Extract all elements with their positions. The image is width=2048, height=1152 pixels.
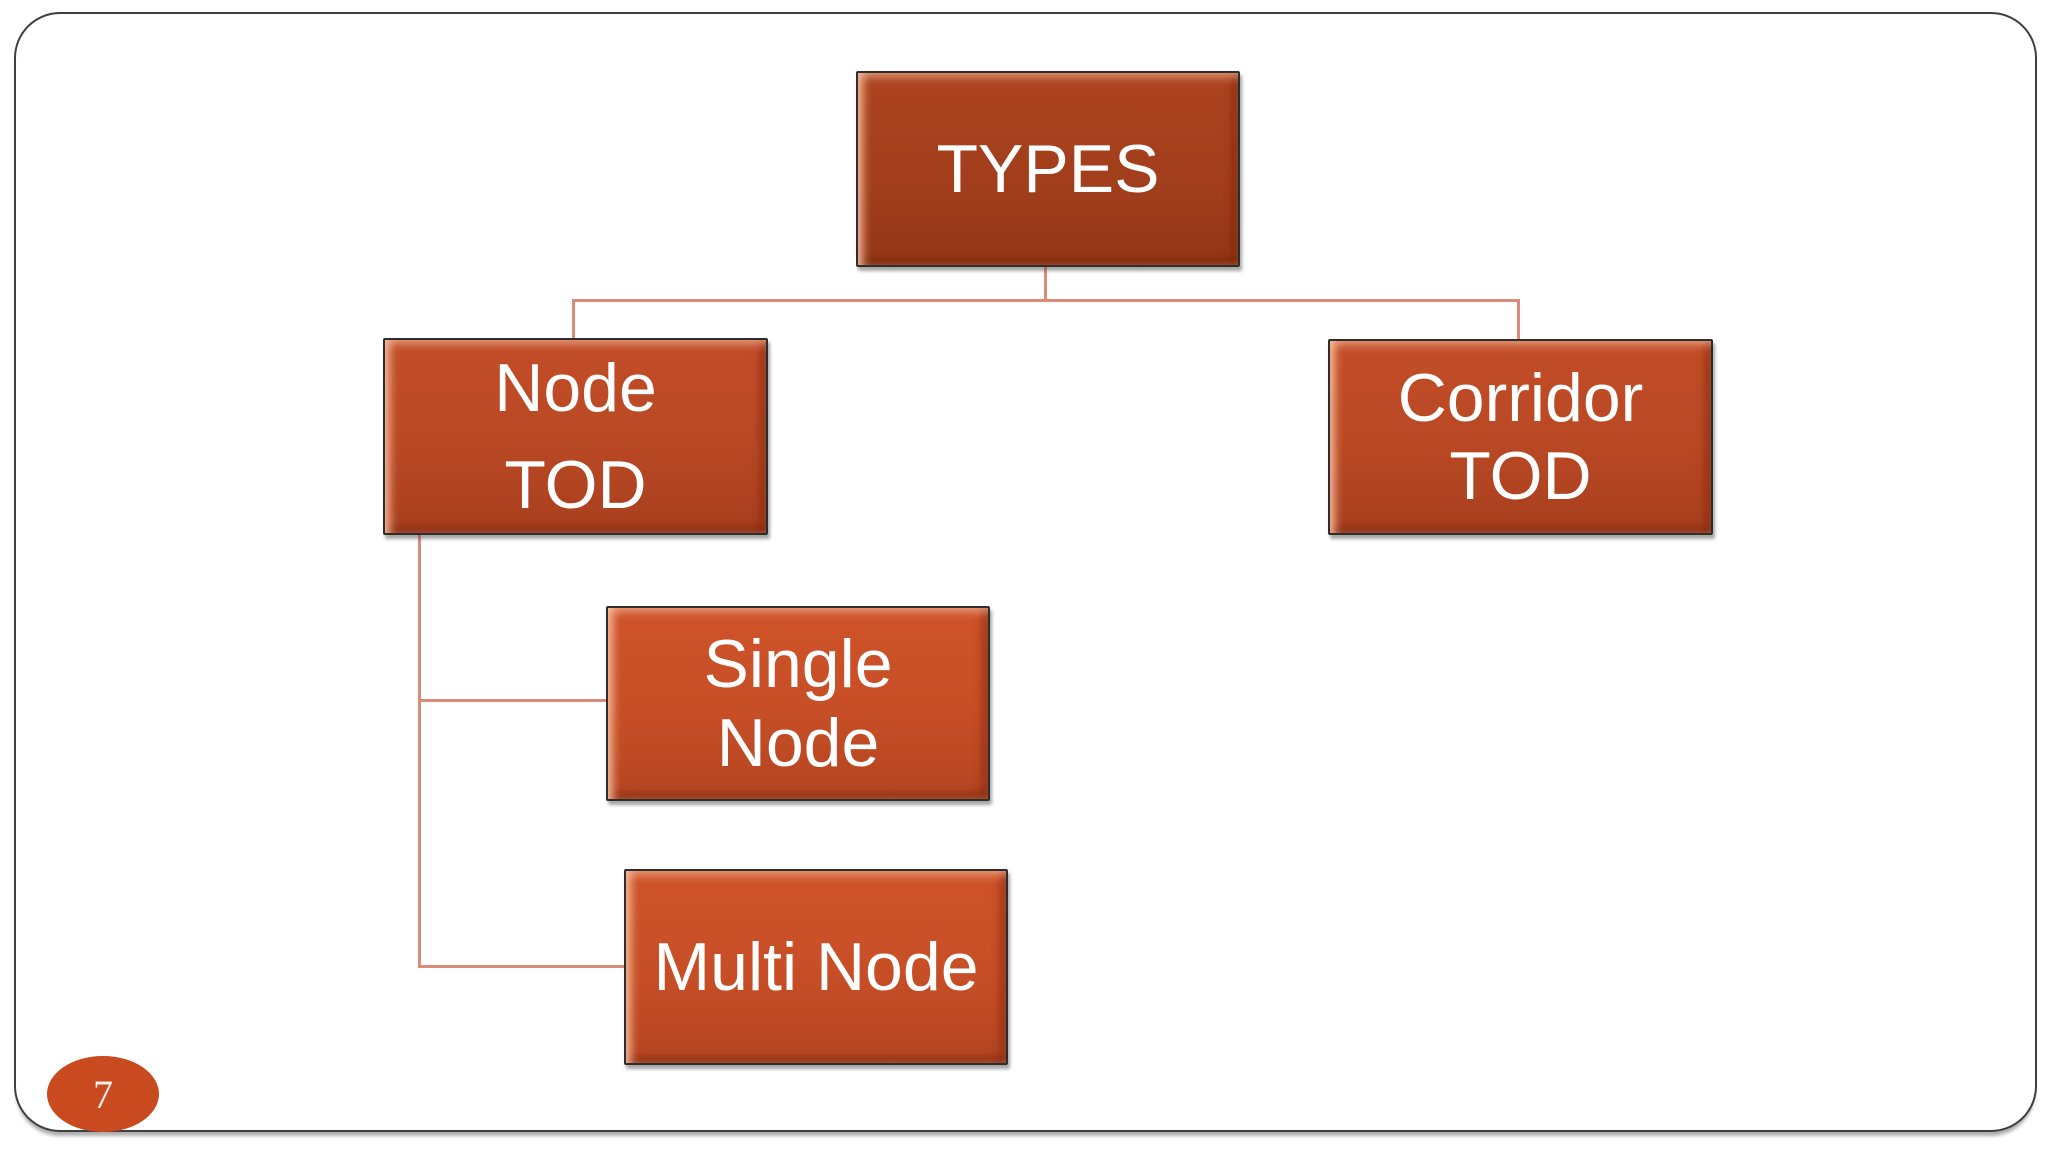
connector-drop-corridor-tod [1517,299,1520,340]
connector-node-tod-descender [418,529,421,967]
node-label: TYPES [936,130,1160,207]
node-label-line: TOD [1449,438,1592,514]
node-label-line: Corridor [1397,359,1644,436]
page-number: 7 [93,1071,113,1117]
diagram-node-single-node: Single Node [606,606,990,801]
diagram-node-node-tod: Node TOD [383,338,768,535]
connector-top-horizontal [572,299,1520,302]
slide-frame: TYPES Node TOD Corridor TOD Single Node … [14,12,2037,1132]
node-label-line: Node [494,349,657,426]
connector-drop-node-tod [572,299,575,339]
diagram-node-multi-node: Multi Node [624,869,1008,1065]
node-label: Multi Node [653,928,979,1005]
node-label-line: TOD [504,446,647,523]
node-label-line: Node [716,704,880,781]
connector-types-stub [1044,264,1047,301]
diagram-node-corridor-tod: Corridor TOD [1328,339,1713,535]
connector-to-multi-node [418,965,626,968]
node-label-line: Single [703,626,893,703]
connector-to-single-node [418,699,608,702]
diagram-node-types: TYPES [856,71,1240,267]
page-number-badge: 7 [47,1056,159,1132]
